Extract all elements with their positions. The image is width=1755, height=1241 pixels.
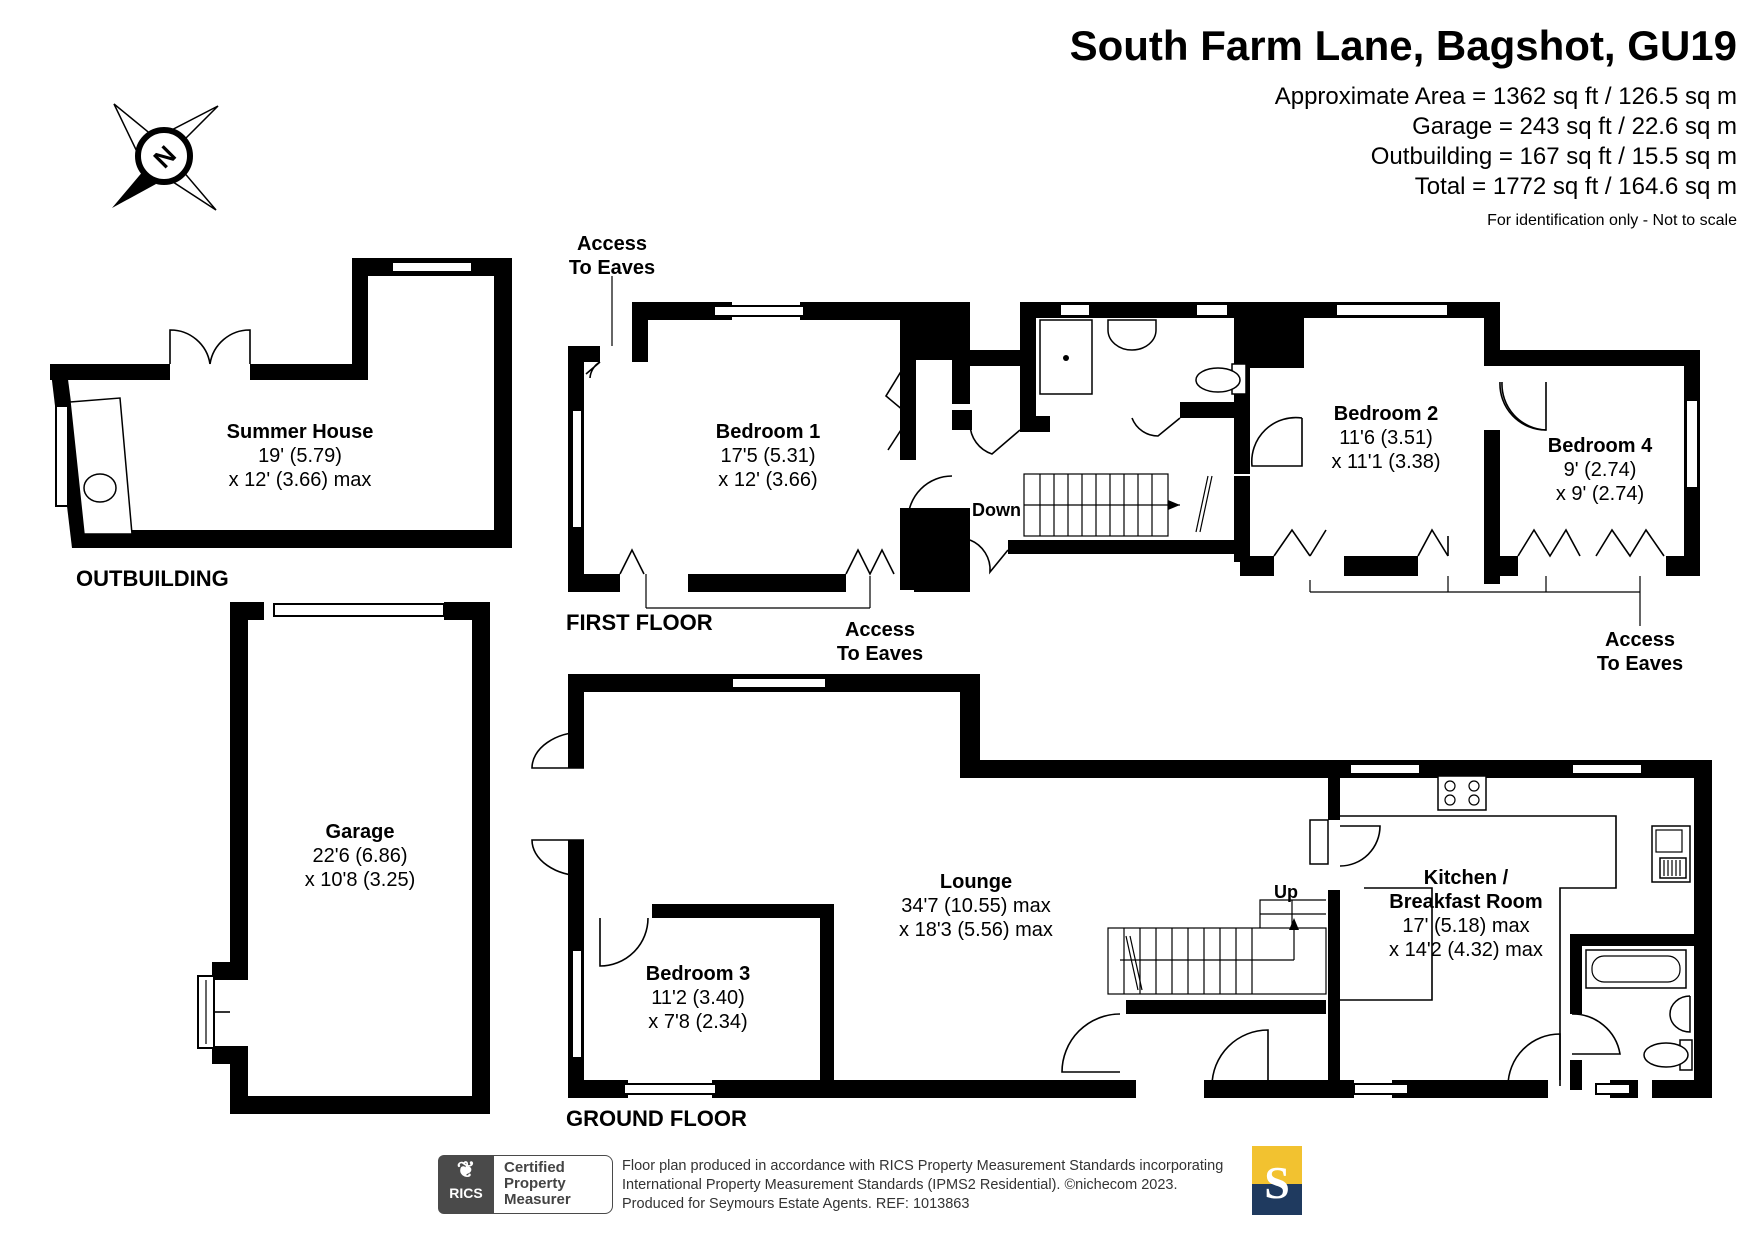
- svg-text:To Eaves: To Eaves: [837, 643, 923, 665]
- svg-text:17'5 (5.31): 17'5 (5.31): [721, 445, 816, 467]
- access-eaves-2: Access To Eaves: [837, 619, 923, 665]
- first-floor-label: FIRST FLOOR: [566, 610, 713, 635]
- bedroom2-label: Bedroom 2 11'6 (3.51) x 11'1 (3.38): [1331, 403, 1440, 473]
- svg-text:x 10'8 (3.25): x 10'8 (3.25): [305, 869, 416, 891]
- svg-text:Bedroom 2: Bedroom 2: [1334, 403, 1438, 425]
- outbuilding-label: OUTBUILDING: [76, 566, 229, 591]
- seymours-logo-icon: S: [1252, 1146, 1302, 1215]
- first-floor-walls: [568, 276, 1700, 626]
- svg-text:To Eaves: To Eaves: [569, 257, 655, 279]
- area-garage: Garage = 243 sq ft / 22.6 sq m: [1412, 113, 1737, 140]
- svg-text:11'2 (3.40): 11'2 (3.40): [651, 987, 745, 1009]
- svg-text:Kitchen /: Kitchen /: [1424, 867, 1509, 889]
- svg-text:34'7 (10.55) max: 34'7 (10.55) max: [901, 895, 1050, 917]
- kitchen-label: Kitchen / Breakfast Room 17' (5.18) max …: [1389, 867, 1543, 961]
- svg-text:Garage: Garage: [326, 821, 395, 843]
- footer-line-3: Produced for Seymours Estate Agents. REF…: [622, 1196, 970, 1212]
- area-summary: Approximate Area = 1362 sq ft / 126.5 sq…: [1275, 82, 1737, 202]
- bedroom1-label: Bedroom 1 17'5 (5.31) x 12' (3.66): [716, 421, 820, 491]
- svg-text:22'6 (6.86): 22'6 (6.86): [313, 845, 408, 867]
- svg-text:11'6 (3.51): 11'6 (3.51): [1339, 427, 1433, 449]
- svg-text:Lounge: Lounge: [940, 871, 1012, 893]
- down-label: Down: [972, 500, 1021, 520]
- area-total: Total = 1772 sq ft / 164.6 sq m: [1414, 173, 1737, 200]
- svg-text:19' (5.79): 19' (5.79): [258, 445, 342, 467]
- ground-floor-label: GROUND FLOOR: [566, 1106, 747, 1131]
- ground-floor-stairs: [1107, 899, 1327, 995]
- svg-text:Access: Access: [1605, 629, 1675, 651]
- svg-text:Breakfast Room: Breakfast Room: [1389, 891, 1542, 913]
- svg-text:x 12' (3.66): x 12' (3.66): [718, 469, 817, 491]
- property-title: South Farm Lane, Bagshot, GU19: [1069, 22, 1737, 69]
- svg-text:Access: Access: [845, 619, 915, 641]
- access-eaves-1: Access To Eaves: [569, 233, 655, 279]
- logo-letter: S: [1264, 1157, 1290, 1208]
- up-label: Up: [1274, 882, 1298, 902]
- rics-logo-icon: ❦ RICS: [438, 1155, 494, 1214]
- bedroom4-label: Bedroom 4 9' (2.74) x 9' (2.74): [1548, 435, 1653, 505]
- bedroom3-label: Bedroom 3 11'2 (3.40) x 7'8 (2.34): [646, 963, 750, 1033]
- svg-text:x 12' (3.66) max: x 12' (3.66) max: [229, 469, 372, 491]
- footer-text: Floor plan produced in accordance with R…: [622, 1157, 1223, 1214]
- svg-text:Summer House: Summer House: [227, 421, 374, 443]
- compass-icon: N: [112, 103, 219, 211]
- svg-text:Bedroom 3: Bedroom 3: [646, 963, 750, 985]
- summer-house-label: Summer House 19' (5.79) x 12' (3.66) max: [227, 421, 374, 491]
- svg-text:x 14'2 (4.32) max: x 14'2 (4.32) max: [1389, 939, 1543, 961]
- svg-text:Bedroom 1: Bedroom 1: [716, 421, 820, 443]
- area-approximate: Approximate Area = 1362 sq ft / 126.5 sq…: [1274, 83, 1737, 110]
- svg-text:Bedroom 4: Bedroom 4: [1548, 435, 1653, 457]
- rics-logo-text: RICS: [449, 1185, 483, 1201]
- garage-label: Garage 22'6 (6.86) x 10'8 (3.25): [305, 821, 416, 891]
- lounge-label: Lounge 34'7 (10.55) max x 18'3 (5.56) ma…: [899, 871, 1053, 941]
- svg-text:x 9' (2.74): x 9' (2.74): [1556, 483, 1644, 505]
- badge-line-certified: Certified: [504, 1159, 565, 1176]
- rics-badge: ❦ RICS Certified Property Measurer: [438, 1155, 616, 1214]
- svg-text:To Eaves: To Eaves: [1597, 653, 1683, 675]
- svg-text:x 7'8 (2.34): x 7'8 (2.34): [648, 1011, 747, 1033]
- svg-text:x 18'3 (5.56) max: x 18'3 (5.56) max: [899, 919, 1053, 941]
- outbuilding-walls: [50, 258, 512, 548]
- badge-line-measurer: Measurer: [504, 1191, 571, 1208]
- footer-line-1: Floor plan produced in accordance with R…: [622, 1158, 1224, 1174]
- svg-text:x 11'1 (3.38): x 11'1 (3.38): [1331, 451, 1440, 473]
- rics-certified-text: Certified Property Measurer: [494, 1155, 613, 1214]
- svg-text:Access: Access: [577, 233, 647, 255]
- area-outbuilding: Outbuilding = 167 sq ft / 15.5 sq m: [1370, 143, 1737, 170]
- first-floor-stairs: [1023, 473, 1213, 537]
- ground-floor-walls: [531, 674, 1712, 1098]
- identification-note: For identification only - Not to scale: [1487, 212, 1737, 229]
- outbuilding-door: [169, 329, 251, 365]
- access-eaves-3: Access To Eaves: [1597, 629, 1683, 675]
- svg-text:9' (2.74): 9' (2.74): [1564, 459, 1637, 481]
- kitchen-radiator-icon: [1659, 857, 1687, 879]
- garage-walls: [197, 602, 490, 1114]
- footer-line-2: International Property Measurement Stand…: [622, 1177, 1178, 1193]
- badge-line-property: Property: [504, 1175, 566, 1192]
- svg-text:17' (5.18) max: 17' (5.18) max: [1402, 915, 1529, 937]
